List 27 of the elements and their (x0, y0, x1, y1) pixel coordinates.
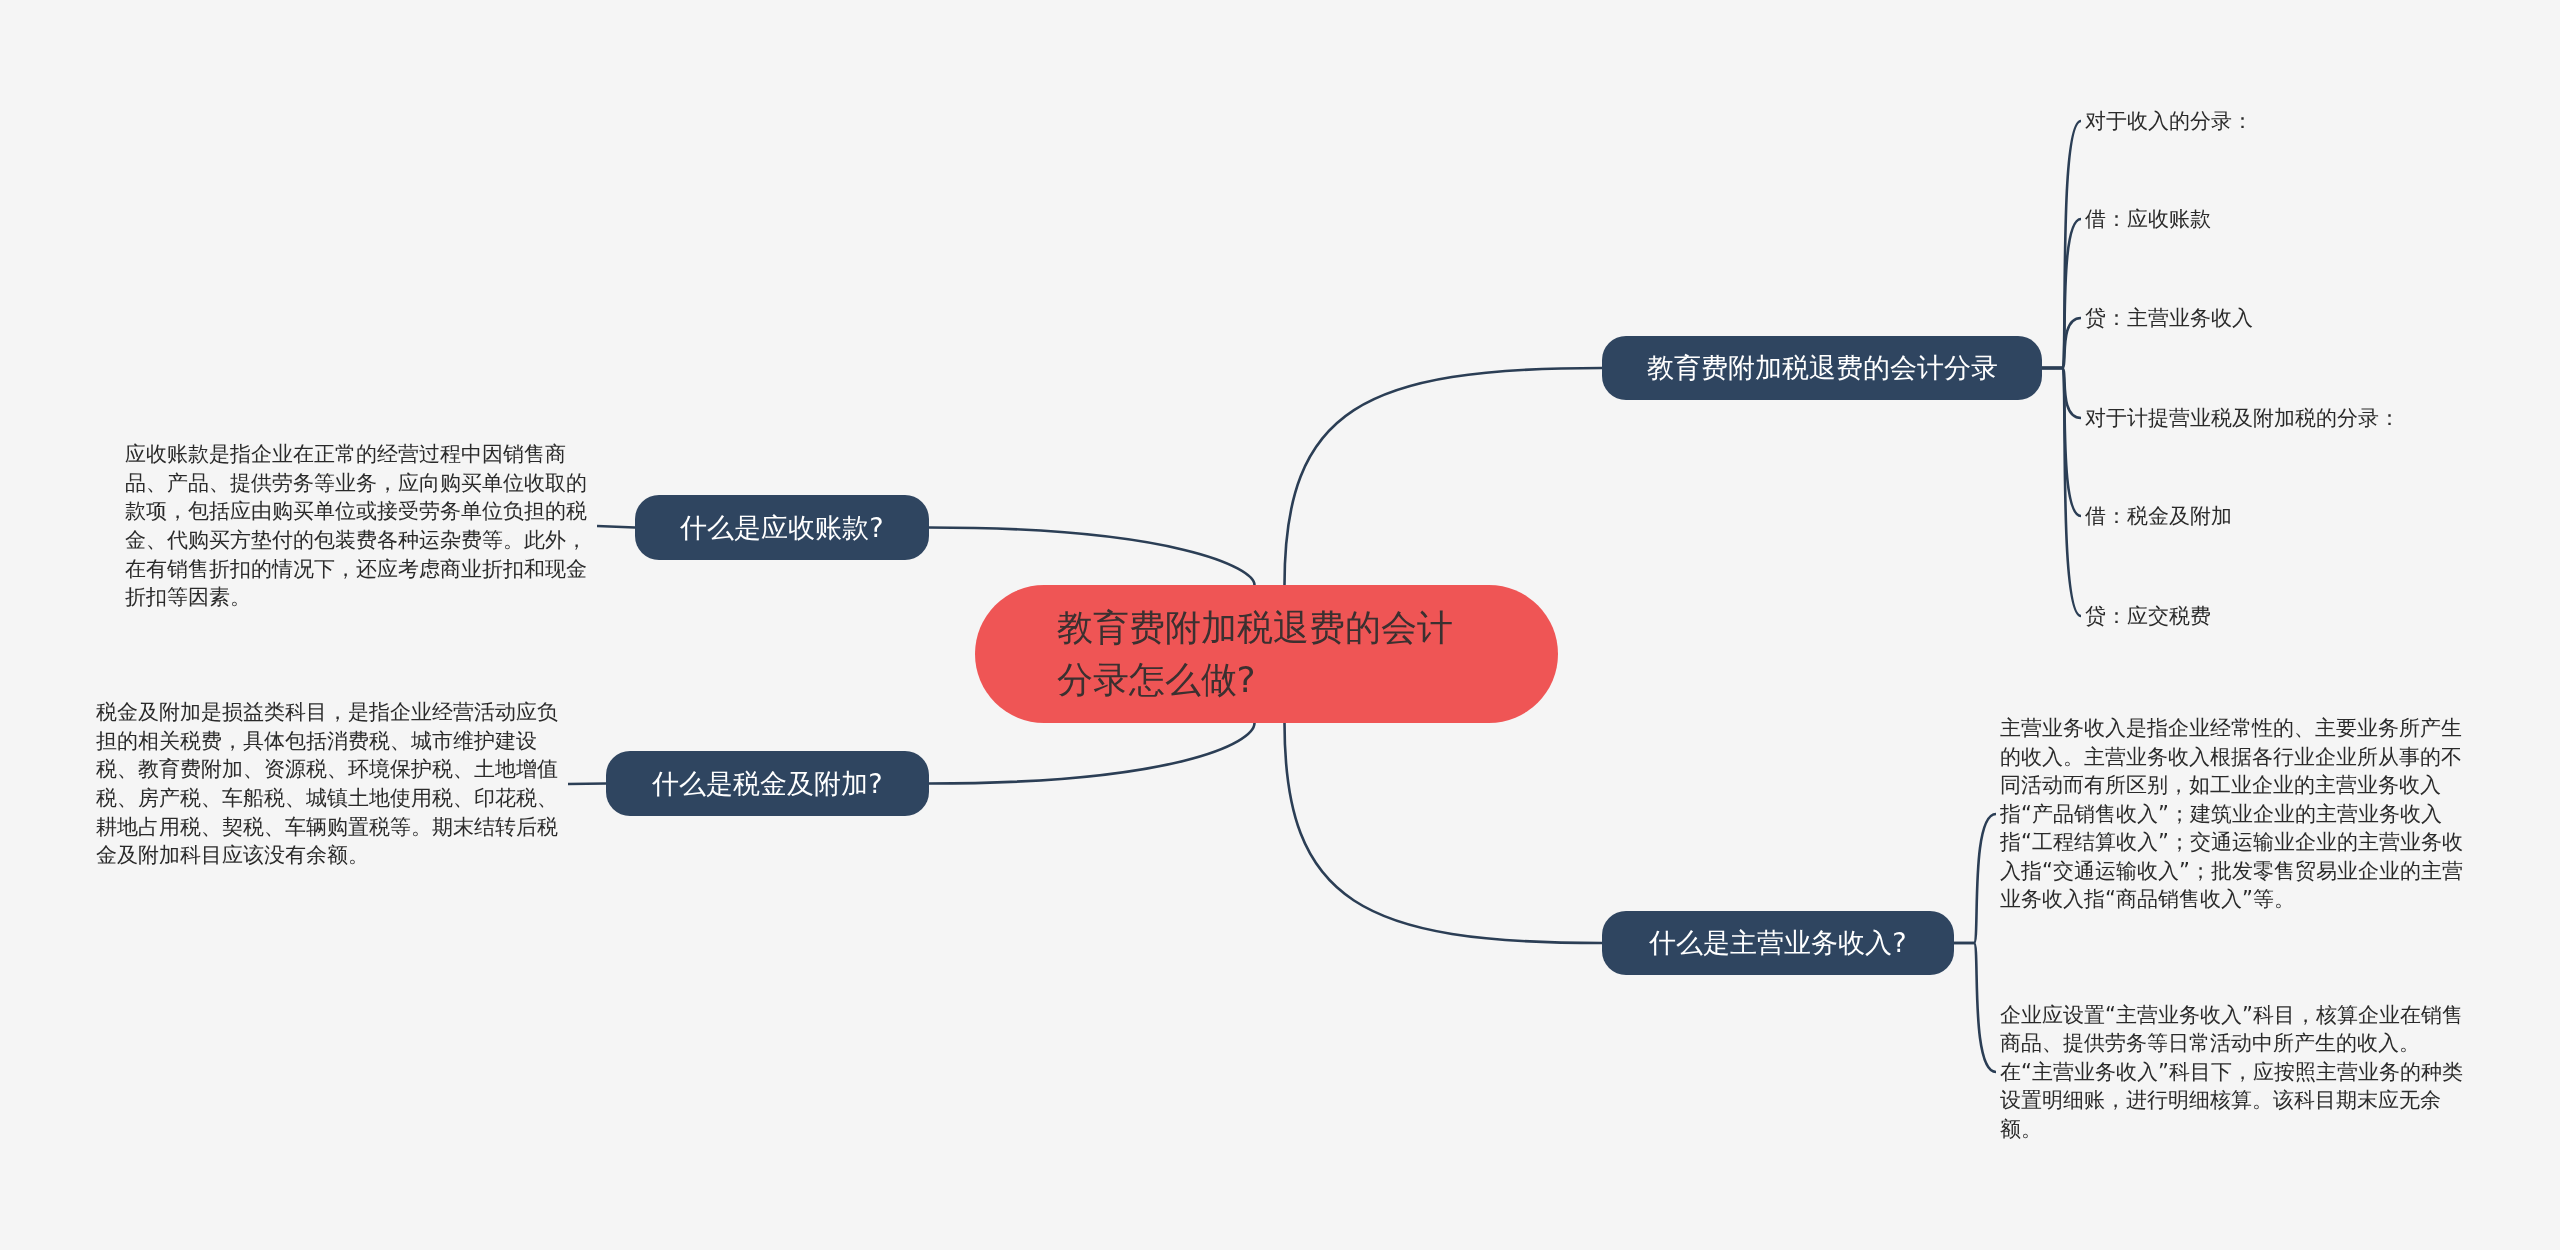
note-text: 对于计提营业税及附加税的分录： (2085, 404, 2400, 432)
connector-line (2042, 366, 2082, 617)
note-text: 应收账款是指企业在正常的经营过程中因销售商品、产品、提供劳务等业务，应向购买单位收取的款项，包括应由购买单位或接受劳务单位负担的税金、代购买方垫付的包装费各种运杂费等。此外，在有销售折扣的情况下，还应考虑商业折扣和现金折扣等因素。 (125, 441, 588, 612)
topic-label: 什么是应收账款? (680, 510, 884, 545)
note-text: 借：税金及附加 (2085, 502, 2232, 530)
connector-line (1283, 366, 1603, 586)
topic-box (635, 495, 929, 560)
connector-line (568, 782, 606, 786)
note-text: 税金及附加是损益类科目，是指企业经营活动应负担的相关税费，具体包括消费税、城市维护建设税、教育费附加、资源税、环境保护税、土地增值税、房产税、车船税、城镇土地使用税、印花税、耕地占用税、契税、车辆购置税等。期末结转后税金及附加科目应该没有余额。 (96, 699, 559, 870)
connector-line (929, 526, 1256, 586)
note-text: 主营业务收入是指企业经常性的、主要业务所产生的收入。主营业务收入根据各行业企业所从事的不同活动而有所区别，如工业企业的主营业务收入指“产品销售收入”；建筑业企业的主营业务收入指“工程结算收入”；交通运输业企业的主营业务收入指“交通运输收入”；批发零售贸易业企业的主营业务收入指“商品销售收入”等。 (2000, 715, 2464, 914)
note-text: 对于收入的分录： (2085, 107, 2253, 135)
connector-line (1283, 722, 1603, 945)
topic-box (606, 751, 929, 816)
note-text: 企业应设置“主营业务收入”科目，核算企业在销售商品、提供劳务等日常活动中所产生的收入。在“主营业务收入”科目下，应按照主营业务的种类设置明细账，进行明细核算。该科目期末应无余额。 (2000, 1001, 2464, 1143)
topic-label: 什么是主营业务收入? (1649, 926, 1907, 960)
note-text: 贷：主营业务收入 (2085, 304, 2253, 332)
connector-line (1954, 941, 1997, 1074)
topic-label: 教育费附加税退费的会计分录 (1646, 351, 1998, 385)
connector-line (929, 722, 1256, 785)
note-text: 借：应收账款 (2085, 205, 2211, 233)
topic-box (1602, 336, 2042, 400)
topic-label: 教育费附加税退费的会计分录怎么做? (1056, 605, 1454, 702)
note-text: 贷：应交税费 (2085, 602, 2211, 630)
connector-line (596, 524, 636, 529)
topic-label: 什么是税金及附加? (652, 766, 883, 801)
topic-box (1602, 911, 1954, 975)
